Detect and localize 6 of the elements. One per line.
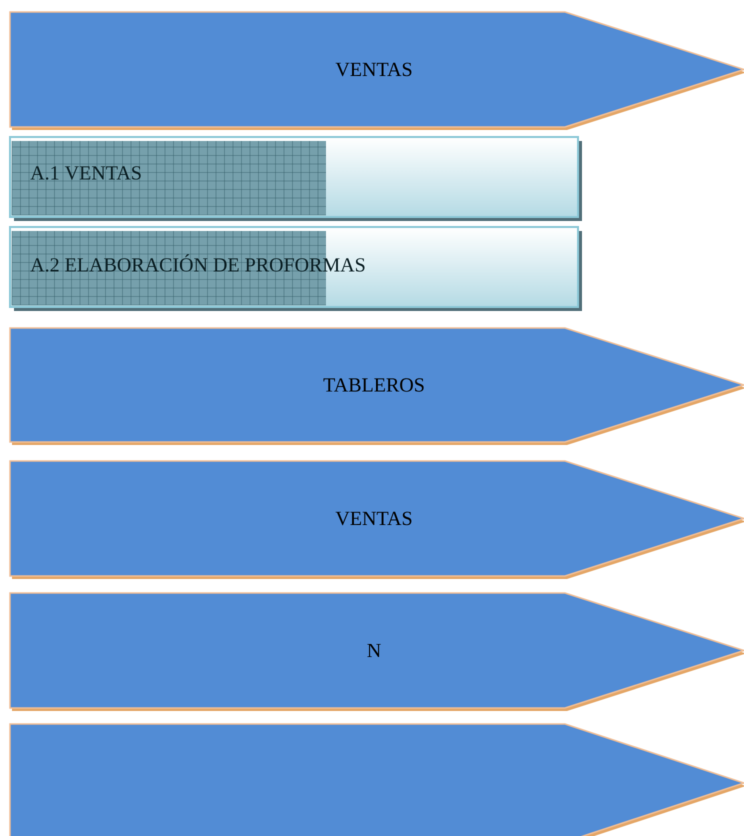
sub-item-box: A.1 VENTAS — [9, 136, 582, 221]
arrow-banner: N — [9, 592, 744, 711]
arrow-banner: VENTAS — [9, 460, 744, 579]
arrow-banner — [9, 723, 744, 836]
arrow-banner: TABLEROS — [9, 327, 744, 445]
arrow-banner: VENTAS — [9, 11, 744, 130]
